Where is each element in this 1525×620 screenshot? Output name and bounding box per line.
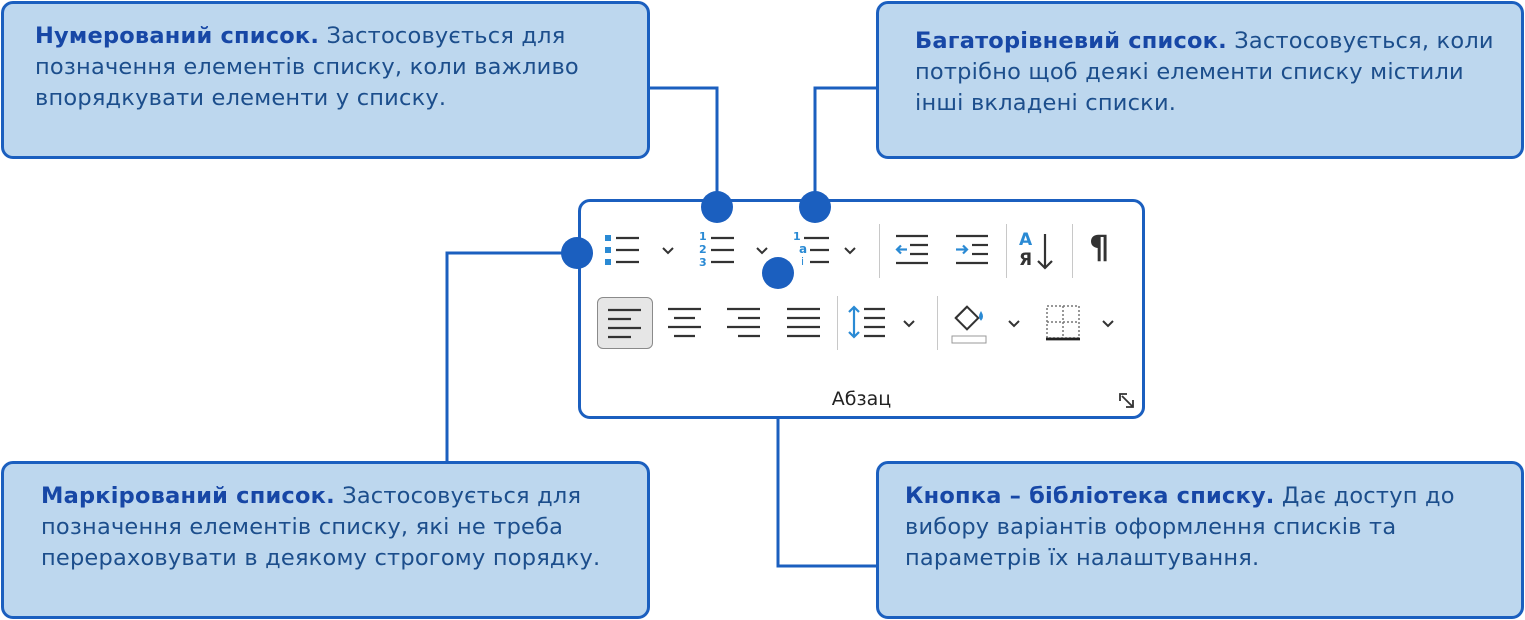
center-button[interactable]: [665, 302, 705, 342]
increase-indent-icon: [956, 234, 988, 265]
align-right-button[interactable]: [724, 302, 764, 342]
number-mark: 2: [699, 243, 707, 256]
decrease-indent-button[interactable]: [892, 230, 932, 270]
separator: [1006, 224, 1007, 278]
multilevel-dropdown-chevron-icon[interactable]: [843, 244, 857, 258]
pointer-dot-numbering: [701, 191, 733, 223]
numbered-list-icon: [711, 236, 734, 264]
callout-text: Застосовується для позначення елементів …: [35, 23, 579, 111]
connector-bulleted: [445, 251, 577, 461]
line-spacing-dropdown-chevron-icon[interactable]: [902, 317, 916, 331]
decrease-indent-icon: [895, 234, 928, 265]
separator: [837, 296, 838, 350]
separator: [879, 224, 880, 278]
pointer-dot-library: [762, 257, 794, 289]
line-spacing-button[interactable]: [847, 302, 887, 342]
pointer-dot-bullets: [561, 237, 593, 269]
numbering-dropdown-chevron-icon[interactable]: [755, 244, 769, 258]
callout-title: Нумерований список.: [35, 23, 320, 49]
align-center-icon: [668, 307, 701, 338]
connector-multilevel: [813, 86, 876, 206]
pointer-dot-multilevel: [799, 191, 831, 223]
number-mark: 3: [699, 256, 707, 269]
shading-dropdown-chevron-icon[interactable]: [1007, 317, 1021, 331]
callout-list-library: Кнопка – бібліотека списку. Дає доступ д…: [876, 461, 1524, 619]
group-label: Абзац: [831, 388, 892, 410]
multilevel-list-icon: [804, 236, 829, 264]
callout-bulleted-list: Маркірований список. Застосовується для …: [1, 461, 650, 619]
separator: [1072, 224, 1073, 278]
bulleted-list-icon: [605, 235, 639, 265]
show-formatting-marks-button[interactable]: ¶: [1089, 228, 1109, 266]
level-mark: i: [801, 255, 805, 268]
align-left-button[interactable]: [597, 297, 653, 349]
sort-button[interactable]: А Я: [1017, 230, 1059, 272]
callout-title: Маркірований список.: [41, 483, 335, 509]
callout-title: Багаторівневий список.: [915, 28, 1227, 54]
numbering-button[interactable]: 1 2 3: [696, 230, 736, 270]
shading-button[interactable]: [949, 300, 991, 344]
align-right-icon: [727, 307, 760, 338]
dialog-launcher-icon[interactable]: [1118, 392, 1136, 410]
sort-letter-top: А: [1019, 230, 1033, 250]
bullets-dropdown-chevron-icon[interactable]: [661, 244, 675, 258]
borders-button[interactable]: [1043, 302, 1083, 342]
callout-numbered-list: Нумерований список. Застосовується для п…: [1, 1, 650, 159]
separator: [937, 296, 938, 350]
multilevel-list-button[interactable]: 1 a i: [791, 230, 831, 270]
align-left-icon: [608, 308, 641, 339]
sort-icon: [1037, 234, 1053, 270]
callout-title: Кнопка – бібліотека списку.: [905, 483, 1275, 509]
callout-text: Застосовується, коли потрібно щоб деякі …: [915, 28, 1494, 116]
borders-icon: [1046, 305, 1080, 341]
callout-text: Дає доступ до вибору варіантів оформленн…: [905, 483, 1455, 571]
shading-icon: [951, 305, 987, 344]
connector-numbered: [650, 86, 719, 206]
line-spacing-icon: [848, 305, 885, 339]
paragraph-group: 1 2 3 1 a i: [578, 199, 1145, 419]
borders-dropdown-chevron-icon[interactable]: [1101, 317, 1115, 331]
number-mark: 1: [699, 230, 707, 243]
level-mark: a: [799, 242, 808, 256]
sort-letter-bottom: Я: [1019, 250, 1033, 270]
callout-text: Застосовується для позначення елементів …: [41, 483, 601, 571]
bullets-button[interactable]: [601, 230, 641, 270]
justify-button[interactable]: [784, 302, 824, 342]
level-mark: 1: [793, 230, 801, 243]
justify-icon: [787, 307, 820, 338]
callout-multilevel-list: Багаторівневий список. Застосовується, к…: [876, 1, 1524, 159]
pilcrow-icon: ¶: [1089, 228, 1110, 266]
increase-indent-button[interactable]: [952, 230, 992, 270]
